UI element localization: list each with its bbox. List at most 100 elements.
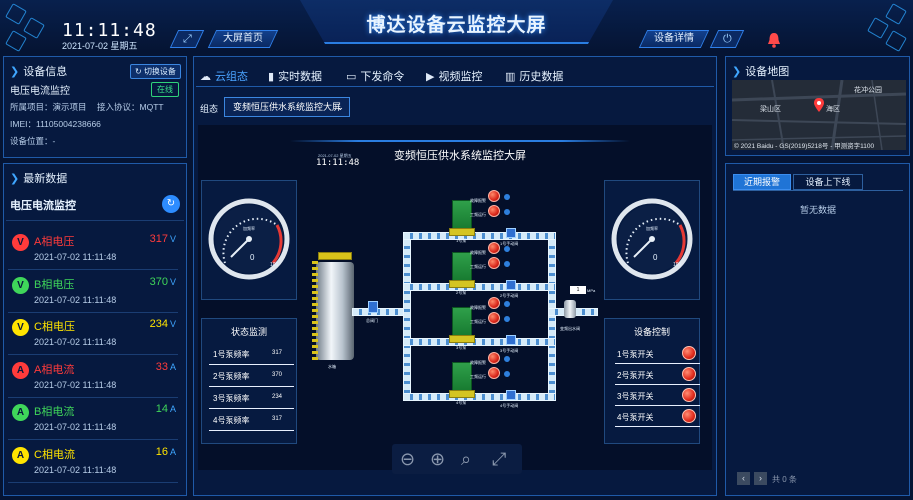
- device-map[interactable]: 花冲公园 海区 梁山区 © 2021 Baidu - GS(2019)5218号…: [732, 80, 906, 150]
- latest-data-title: ❯最新数据: [10, 173, 68, 185]
- zoom-in-icon[interactable]: ⊕: [430, 449, 446, 469]
- map-pin-icon[interactable]: [814, 98, 824, 112]
- lamp-label: 故障报警: [470, 305, 486, 310]
- tab-3[interactable]: ▭下发命令: [346, 71, 405, 83]
- metric-time: 2021-07-02 11:11:48: [34, 252, 117, 262]
- metric-badge-icon: A: [12, 361, 29, 379]
- water-tank: [316, 262, 354, 360]
- latest-data-panel: [3, 163, 187, 496]
- inlet-valve-icon[interactable]: [368, 301, 378, 313]
- nav-detail-button[interactable]: 设备详情: [638, 30, 710, 48]
- tab-1[interactable]: ☁云组态: [200, 71, 248, 83]
- pump-label: 1号泵: [456, 238, 467, 243]
- pump-valve-icon[interactable]: [506, 280, 516, 290]
- pager-total: 共 0 条: [772, 475, 797, 484]
- map-roads: [732, 80, 906, 150]
- zoom-fit-icon[interactable]: ⤢: [492, 449, 507, 469]
- empty-message: 暂无数据: [799, 205, 836, 215]
- pump-base: [449, 335, 475, 343]
- pager-next-button[interactable]: ›: [754, 472, 767, 485]
- switch-device-button[interactable]: ↻ 切换设备: [130, 64, 181, 79]
- pump-icon[interactable]: [452, 252, 472, 282]
- tab-recent-alarms[interactable]: 近期报警: [733, 174, 791, 190]
- scada-mini-time: 11:11:48: [316, 158, 360, 168]
- scada-select-label: 组态: [200, 104, 219, 114]
- pump-switch-button[interactable]: [682, 346, 696, 360]
- pump-icon[interactable]: [452, 307, 472, 337]
- pump-label: 3号泵: [456, 345, 467, 350]
- page-title: 博达设备云监控大屏: [366, 15, 547, 36]
- lamp-label: 工频运行: [470, 212, 486, 217]
- divider: [196, 86, 714, 87]
- divider: [6, 220, 184, 221]
- scada-screen-title: 变频恒压供水系统监控大屏: [394, 150, 526, 162]
- status-monitor-title: 状态监测: [230, 327, 267, 337]
- scada-select[interactable]: 变频恒压供水系统监控大屏 ⌄: [224, 97, 350, 117]
- branch-pipe-4: [403, 393, 556, 401]
- tab-5[interactable]: ▥历史数据: [505, 71, 564, 83]
- zoom-toolbar: [392, 444, 522, 474]
- pump-switch-button[interactable]: [682, 388, 696, 402]
- pager-prev-button[interactable]: ‹: [737, 472, 750, 485]
- zoom-out-icon[interactable]: ⊖: [400, 449, 416, 469]
- gauge-right: [611, 198, 693, 280]
- refresh-icon[interactable]: ↻: [162, 195, 180, 213]
- pump-valve-icon[interactable]: [506, 390, 516, 400]
- inlet-pipe: [352, 308, 407, 316]
- fault-alarm-lamp: [488, 242, 500, 254]
- control-row: 1号泵开关: [615, 343, 700, 364]
- inlet-valve-label: 总阀门: [366, 318, 378, 323]
- metric-name: B相电流: [34, 406, 75, 418]
- zoom-search-icon[interactable]: ⌕: [461, 449, 472, 469]
- divider: [733, 190, 903, 191]
- map-label: 梁山区: [760, 106, 781, 113]
- run-lamp: [488, 312, 500, 324]
- pressure-readout: 1: [570, 286, 586, 294]
- control-row: 3号泵开关: [615, 385, 700, 406]
- lamp-label: 工频运行: [470, 374, 486, 379]
- lamp-label: 故障报警: [470, 198, 486, 203]
- pump-label: 2号泵: [456, 290, 467, 295]
- indicator-dot: [504, 316, 510, 322]
- pump-valve-icon[interactable]: [506, 228, 516, 238]
- indicator-dot: [504, 301, 510, 307]
- power-icon: ⏻: [722, 33, 732, 45]
- pump-valve-icon[interactable]: [506, 335, 516, 345]
- device-info-title: ❯设备信息: [10, 66, 68, 78]
- gauge-left: [208, 198, 290, 280]
- lamp-label: 工频运行: [470, 264, 486, 269]
- outlet-valve-icon[interactable]: [564, 300, 576, 318]
- tank-ladder: [312, 260, 318, 360]
- tab-4[interactable]: ▶视频监控: [426, 71, 483, 83]
- tab-device-online[interactable]: 设备上下线: [793, 174, 863, 190]
- pump-base: [449, 228, 475, 236]
- nav-home-button[interactable]: 大屏首页: [207, 30, 279, 48]
- pump-icon[interactable]: [452, 362, 472, 392]
- indicator-dot: [504, 261, 510, 267]
- fault-alarm-lamp: [488, 190, 500, 202]
- outlet-label: 变频出水阀: [560, 326, 580, 331]
- bell-icon[interactable]: [767, 32, 781, 48]
- tab-2[interactable]: ▮实时数据: [268, 71, 323, 83]
- clock-time: 11:11:48: [62, 20, 157, 41]
- metric-time: 2021-07-02 11:11:48: [34, 422, 117, 432]
- indicator-dot: [504, 356, 510, 362]
- pump-switch-button[interactable]: [682, 409, 696, 423]
- device-location: 设备位置：-: [10, 136, 56, 146]
- gauge-right-max: 100: [673, 262, 682, 268]
- left-manifold-pipe: [403, 232, 411, 400]
- lamp-label: 故障报警: [470, 360, 486, 365]
- alarm-panel: [725, 163, 910, 496]
- pump-icon[interactable]: [452, 200, 472, 230]
- branch-pipe-3: [403, 338, 556, 346]
- title-plate: [300, 0, 613, 44]
- pump-base: [449, 390, 475, 398]
- tab-icon: ▭: [346, 71, 357, 83]
- pump-switch-button[interactable]: [682, 367, 696, 381]
- gauge-left-center-label: 加频率: [243, 226, 255, 231]
